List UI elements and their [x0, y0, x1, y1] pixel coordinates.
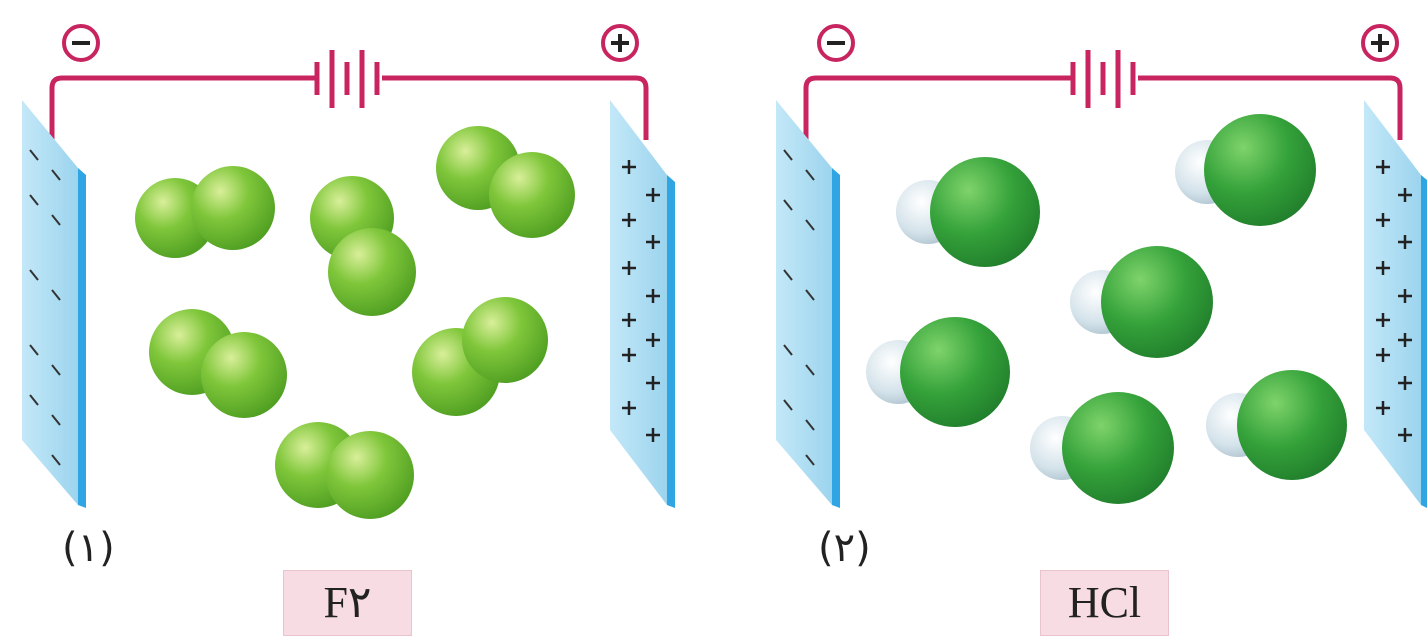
panel-2: [776, 24, 1427, 508]
negative-plate: [22, 100, 86, 508]
f2-molecule: [412, 297, 548, 416]
panel-1: [22, 24, 675, 519]
minus-terminal-icon: [62, 24, 100, 62]
hcl-molecule: [1175, 114, 1316, 226]
panel-1-formula: F۲: [283, 570, 412, 636]
battery-icon: [1070, 50, 1136, 108]
negative-plate: [776, 100, 840, 508]
f2-molecule: [436, 126, 575, 238]
hcl-molecule: [1070, 246, 1213, 358]
minus-terminal-icon: [817, 24, 855, 62]
plus-terminal-icon: [601, 24, 639, 62]
hcl-molecule: [896, 157, 1040, 267]
positive-plate: [1364, 100, 1427, 508]
circuit-wire: [49, 75, 649, 140]
f2-molecule: [275, 422, 414, 519]
f2-molecule: [149, 309, 287, 418]
battery-icon: [314, 50, 380, 108]
panel-1-number: (۱): [62, 525, 115, 571]
f2-molecule: [310, 176, 416, 316]
positive-plate: [610, 100, 675, 508]
hcl-molecule: [866, 317, 1010, 427]
f2-molecule: [135, 166, 275, 258]
plus-terminal-icon: [1361, 24, 1399, 62]
hcl-molecule: [1030, 392, 1174, 504]
circuit-wire: [803, 75, 1403, 140]
panel-2-number: (۲): [818, 525, 871, 571]
panel-2-formula: HCl: [1040, 570, 1169, 636]
hcl-molecule: [1206, 370, 1347, 480]
